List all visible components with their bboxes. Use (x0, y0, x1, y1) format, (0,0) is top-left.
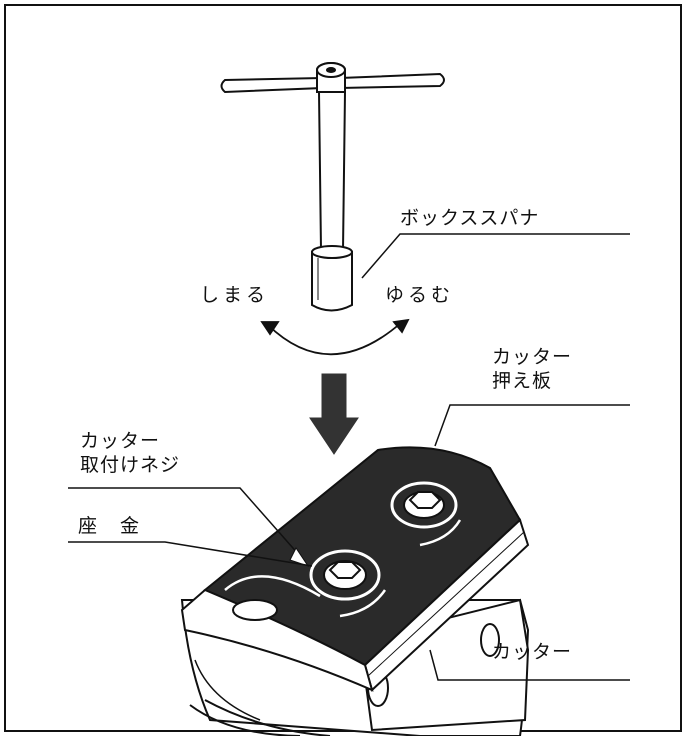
leader-cutter-plate (434, 404, 630, 447)
leader-washer (68, 541, 313, 567)
cutter-label: カッター (492, 641, 573, 663)
cutter-body (180, 446, 530, 736)
mounting-screw-label-line1: カッター (80, 430, 161, 452)
spanner-socket (311, 251, 353, 312)
spanner-handle-right (339, 72, 445, 90)
spanner-shaft (317, 91, 347, 251)
tighten-label: しまる (200, 284, 270, 306)
box-spanner (220, 62, 445, 312)
screw-upper (390, 481, 462, 547)
leader-box-spanner (361, 233, 630, 279)
cutter-plate-label: カッター 押え板 (492, 345, 572, 393)
washer-label: 座 金 (78, 515, 142, 537)
leader-mounting-screw (68, 487, 301, 557)
spanner-handle-left (220, 76, 323, 94)
cutter-plate-label-line2: 押え板 (492, 370, 553, 392)
rotation-arc (260, 318, 410, 356)
mounting-screw-label-line2: 取付けネジ (80, 454, 181, 476)
leader-cutter (429, 649, 630, 681)
cutter-plate-label-line1: カッター (492, 346, 573, 368)
screw-lower (224, 549, 387, 618)
loosen-label: ゆるむ (385, 284, 455, 306)
mounting-screw-label: カッター 取付けネジ (80, 429, 180, 477)
down-arrow (309, 373, 359, 455)
box-spanner-label: ボックススパナ (400, 207, 540, 229)
